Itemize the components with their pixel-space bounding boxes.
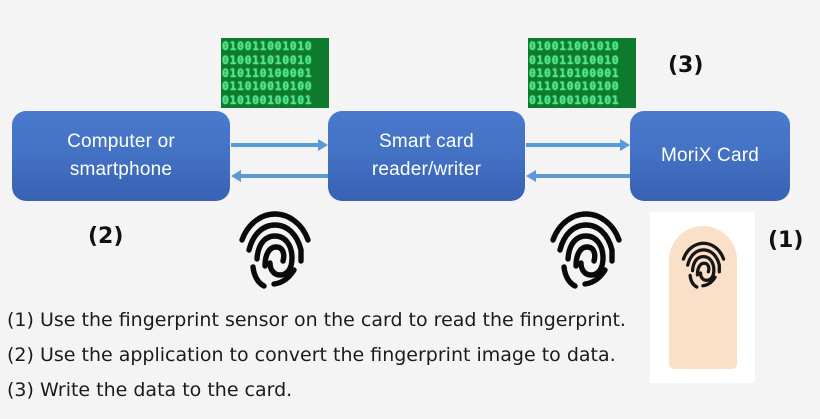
node-morix-card: MoriX Card <box>630 111 790 201</box>
arrow-shaft <box>526 143 621 147</box>
fingerprint-icon-left <box>238 209 312 289</box>
binary-row: 010011001010 <box>529 39 620 54</box>
node-label-line2: smartphone <box>69 159 173 180</box>
binary-row: 010011010010 <box>529 52 620 67</box>
binary-row: 010011010010 <box>222 52 313 67</box>
arrow-reader-to-computer <box>231 170 328 182</box>
step-label-2: (2) <box>88 224 124 249</box>
binary-row: 010100100101 <box>222 92 313 107</box>
binary-data-image-left: 010011001010 010011010010 010110100001 0… <box>221 38 329 108</box>
binary-row: 010110100001 <box>222 65 313 80</box>
step-label-3: (3) <box>668 53 704 78</box>
step-label-1: (1) <box>768 228 804 253</box>
fingerprint-icon-right <box>549 209 623 289</box>
node-label-line1: Computer or <box>67 131 175 153</box>
finger-shape <box>669 226 737 369</box>
node-label-line1: MoriX Card <box>660 145 760 167</box>
arrow-head-left <box>526 170 536 182</box>
caption-line-1: (1) Use the fingerprint sensor on the ca… <box>7 309 626 331</box>
node-computer-or-smartphone: Computer or smartphone <box>12 111 230 201</box>
arrow-reader-to-card <box>526 139 630 151</box>
binary-data-image-right: 010011001010 010011010010 010110100001 0… <box>528 38 636 108</box>
node-label-line2: reader/writer <box>371 159 482 180</box>
arrow-card-to-reader <box>526 170 630 182</box>
card-sensor-plate <box>650 212 755 383</box>
arrow-head-right <box>318 139 328 151</box>
binary-row: 010110100001 <box>529 65 620 80</box>
arrow-shaft <box>231 143 319 147</box>
arrow-shaft <box>535 174 630 178</box>
binary-row: 011010010100 <box>222 79 313 94</box>
caption-list: (1) Use the fingerprint sensor on the ca… <box>7 311 707 416</box>
node-smart-card-reader-writer: Smart card reader/writer <box>328 111 525 201</box>
arrow-shaft <box>240 174 328 178</box>
arrow-computer-to-reader <box>231 139 328 151</box>
binary-row: 010100100101 <box>529 92 620 107</box>
binary-row: 010011001010 <box>222 39 313 54</box>
arrow-head-left <box>231 170 241 182</box>
fingerprint-icon-on-card <box>681 240 726 289</box>
arrow-head-right <box>620 139 630 151</box>
caption-line-3: (3) Write the data to the card. <box>7 379 293 401</box>
binary-row: 011010010100 <box>529 79 620 94</box>
caption-line-2: (2) Use the application to convert the f… <box>7 344 616 366</box>
node-label-line1: Smart card <box>379 131 474 153</box>
